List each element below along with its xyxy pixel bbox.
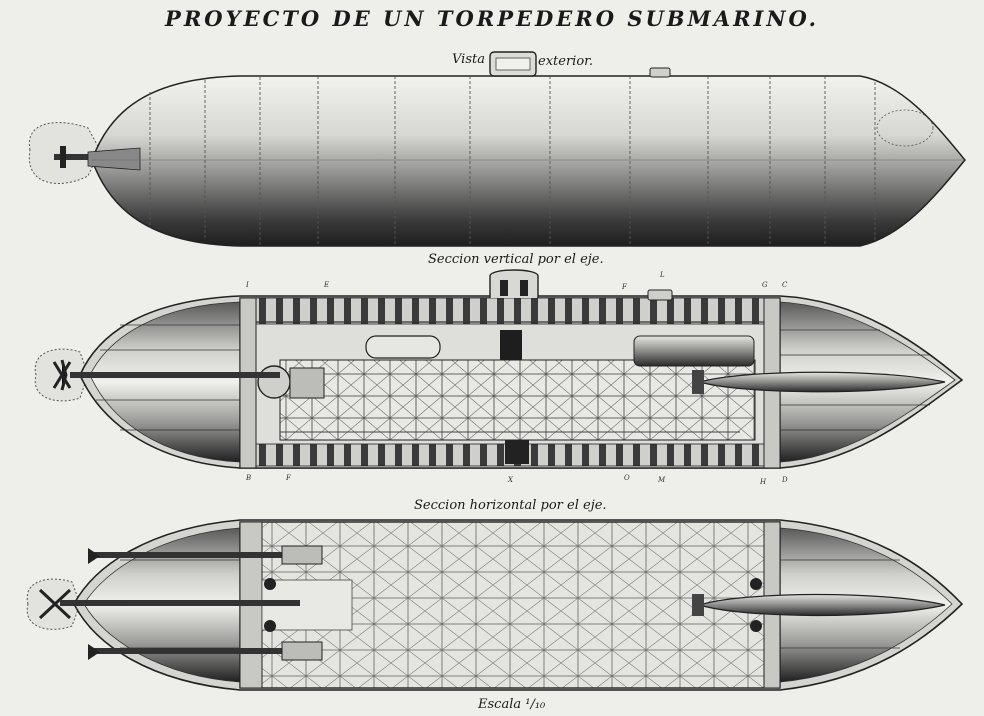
vertical-section: [34, 269, 964, 469]
exterior-view: [28, 51, 966, 247]
caption-vista: Vista: [452, 52, 485, 67]
letter-bottom-7: D: [782, 476, 788, 484]
letter-bottom-4: O: [624, 474, 630, 482]
horizontal-section: [26, 519, 964, 691]
letter-top-5: G: [762, 281, 768, 289]
letter-top-3: F: [622, 283, 627, 291]
caption-scale: Escala ¹/₁₀: [478, 697, 546, 712]
caption-vertical-section: Seccion vertical por el eje.: [428, 252, 604, 267]
letter-top-2: E: [324, 281, 330, 289]
letter-bottom-6: H: [760, 478, 767, 486]
drawing-title: PROYECTO DE UN TORPEDERO SUBMARINO.: [165, 6, 819, 31]
letter-top-4: L: [660, 271, 665, 279]
caption-horizontal-section: Seccion horizontal por el eje.: [414, 498, 607, 513]
letter-bottom-5: M: [658, 476, 666, 484]
letter-bottom-1: B: [246, 474, 252, 482]
letter-top-1: I: [246, 281, 249, 289]
letter-bottom-3: X: [508, 476, 513, 484]
letter-top-6: C: [782, 281, 788, 289]
letter-bottom-2: F: [286, 474, 291, 482]
caption-exterior: exterior.: [538, 54, 594, 69]
